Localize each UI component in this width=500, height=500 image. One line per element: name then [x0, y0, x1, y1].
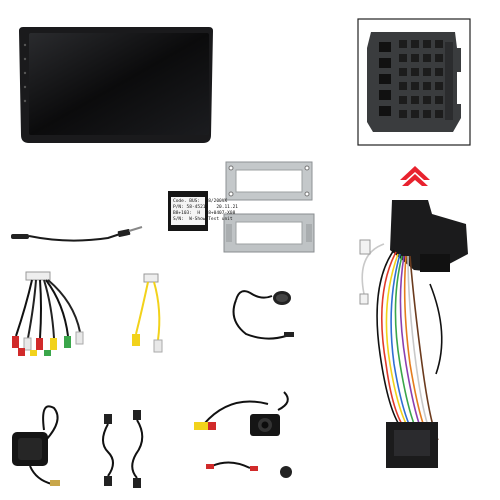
mounting-bracket-top — [224, 160, 314, 202]
chevron-up-icon — [398, 164, 432, 190]
external-microphone — [226, 280, 300, 350]
quadlock-connector-frame — [357, 18, 471, 146]
decoder-label-line: S/N: W-Show/Test unit — [173, 217, 233, 222]
decoder-label-line: Code. BUS: 58/200VK — [173, 199, 228, 204]
usb-cable-left — [96, 412, 120, 488]
decoder-label-line: B8+103: H 58+0407-X08 — [173, 211, 236, 216]
video-cable — [128, 270, 172, 360]
reverse-camera-kit — [190, 384, 302, 492]
usb-cable-right — [124, 408, 150, 490]
gps-antenna — [6, 400, 68, 490]
canbus-decoder-box: Code. BUS: 58/200VK P/N: 58-45210 20.11.… — [168, 191, 238, 231]
rca-harness — [8, 266, 88, 358]
head-unit-display — [15, 25, 217, 145]
main-wiring-harness — [350, 194, 472, 476]
mounting-bracket-bottom — [222, 212, 316, 254]
decoder-label-line: P/N: 58-45210 20.11.21 — [173, 205, 239, 210]
aux-extension-cable — [8, 222, 148, 248]
